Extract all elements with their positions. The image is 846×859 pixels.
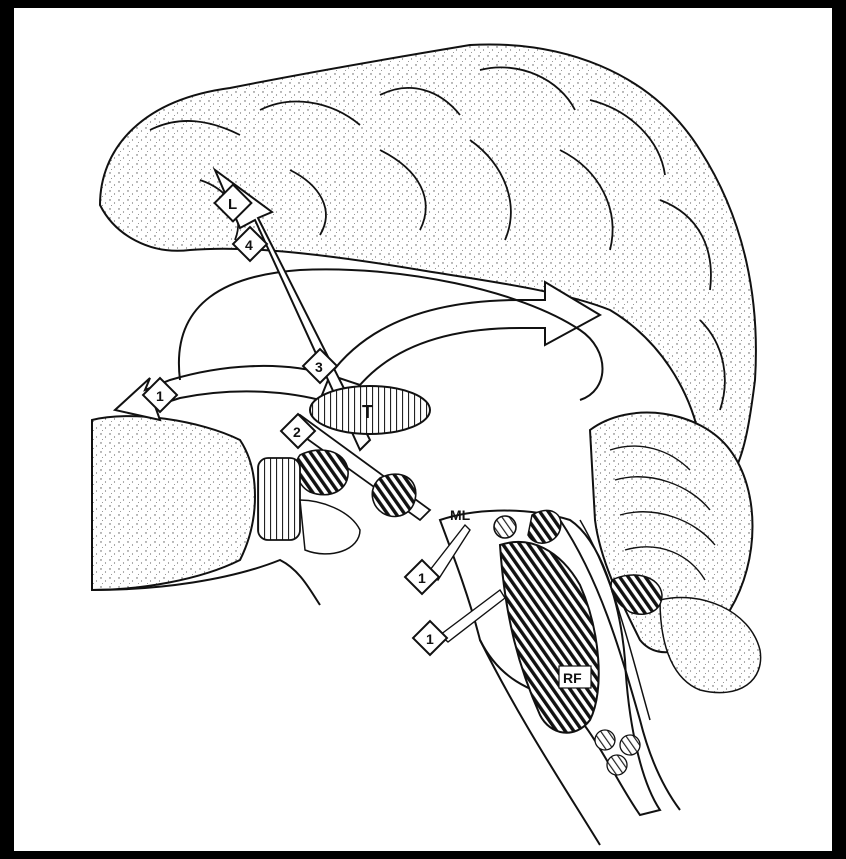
frontal-lobe-base [92,416,255,590]
medial-lemniscus-label: ML [450,507,471,523]
svg-text:1: 1 [418,570,426,586]
svg-text:3: 3 [315,359,323,375]
reticular-formation-label: RF [563,670,582,686]
red-nucleus [494,516,516,538]
svg-text:1: 1 [426,631,434,647]
pontine-nucleus [528,510,561,543]
svg-text:2: 2 [293,424,301,440]
svg-text:4: 4 [245,237,253,253]
svg-text:L: L [228,196,237,213]
pituitary-region [258,458,300,540]
svg-text:1: 1 [156,388,164,404]
hypothalamic-nucleus-left [296,450,348,495]
hypothalamic-nucleus-right [372,474,416,516]
thalamus-label: T [362,402,373,422]
